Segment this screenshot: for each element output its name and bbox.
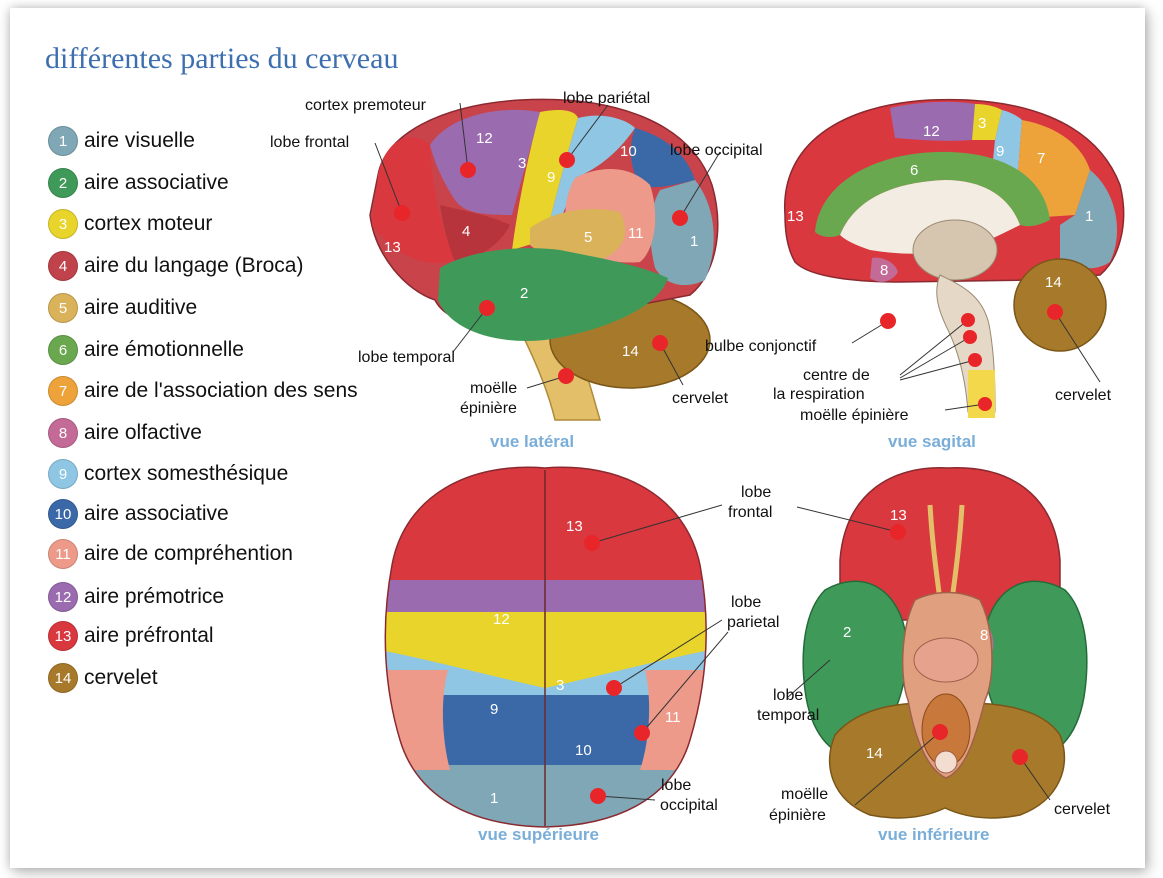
label-inf-cervelet: cervelet bbox=[1054, 801, 1111, 818]
superior-num-11: 11 bbox=[665, 709, 681, 726]
lateral-marker-frontal bbox=[394, 205, 410, 221]
label-centre-2: la respiration bbox=[773, 386, 865, 403]
label-sup-parietal-2: parietal bbox=[727, 614, 779, 631]
lateral-marker-occipital bbox=[672, 210, 688, 226]
label-inf-moelle-1: moëlle bbox=[781, 786, 828, 803]
lateral-num-12: 12 bbox=[476, 130, 493, 147]
lateral-num-14: 14 bbox=[622, 343, 639, 360]
label-inf-moelle-2: épinière bbox=[769, 807, 826, 824]
sagittal-spinal-cord bbox=[968, 370, 995, 418]
sagittal-view: 13 12 3 9 7 6 1 8 14 bulbe conjonctif ce… bbox=[705, 100, 1124, 451]
lateral-marker-cerebellum bbox=[652, 335, 668, 351]
label-inf-temporal-2: temporal bbox=[757, 707, 819, 724]
superior-num-13: 13 bbox=[566, 518, 583, 535]
sagittal-num-3: 3 bbox=[978, 115, 986, 132]
lateral-num-2: 2 bbox=[520, 285, 528, 302]
sagittal-thalamus bbox=[913, 220, 997, 280]
inferior-num-13: 13 bbox=[890, 507, 907, 524]
sagittal-marker-cervelet bbox=[1047, 304, 1063, 320]
sagittal-num-8: 8 bbox=[880, 262, 888, 279]
inferior-pons bbox=[914, 638, 978, 682]
superior-marker-frontal bbox=[584, 535, 600, 551]
sagittal-marker-resp-3 bbox=[968, 353, 982, 367]
inferior-num-2: 2 bbox=[843, 624, 851, 641]
lateral-view: 13 12 3 9 10 4 5 11 1 2 14 bbox=[270, 90, 763, 451]
inferior-spinal-section bbox=[935, 751, 957, 773]
lateral-num-11: 11 bbox=[628, 225, 644, 242]
superior-num-12: 12 bbox=[493, 611, 510, 628]
label-sup-frontal-2: frontal bbox=[728, 504, 772, 521]
lateral-num-3: 3 bbox=[518, 155, 526, 172]
sagittal-marker-resp-1 bbox=[961, 313, 975, 327]
label-sup-parietal-1: lobe bbox=[731, 594, 761, 611]
label-inf-temporal-1: lobe bbox=[773, 687, 803, 704]
label-cervelet-lateral: cervelet bbox=[672, 390, 729, 407]
inferior-marker-frontal bbox=[890, 524, 906, 540]
caption-vue-sagital: vue sagital bbox=[888, 432, 976, 451]
label-bulbe: bulbe conjonctif bbox=[705, 338, 817, 355]
label-sup-occipital-1: lobe bbox=[661, 777, 691, 794]
sagittal-num-14: 14 bbox=[1045, 274, 1062, 291]
label-lobe-occipital: lobe occipital bbox=[670, 142, 763, 159]
label-moelle-lateral-2: épinière bbox=[460, 400, 517, 417]
caption-vue-superieure: vue supérieure bbox=[478, 825, 599, 844]
label-lobe-frontal: lobe frontal bbox=[270, 134, 349, 151]
sagittal-num-13: 13 bbox=[787, 208, 804, 225]
lateral-region-1 bbox=[650, 180, 713, 285]
lateral-marker-premotor bbox=[460, 162, 476, 178]
superior-region-11-left bbox=[380, 670, 450, 770]
sagittal-cerebellum bbox=[1014, 259, 1106, 351]
superior-marker-parietal-2 bbox=[634, 725, 650, 741]
caption-vue-inferieure: vue inférieure bbox=[878, 825, 990, 844]
sagittal-num-7: 7 bbox=[1037, 150, 1045, 167]
label-cortex-premoteur: cortex premoteur bbox=[305, 97, 427, 114]
label-lobe-temporal: lobe temporal bbox=[358, 349, 455, 366]
inferior-marker-moelle bbox=[932, 724, 948, 740]
lateral-num-4: 4 bbox=[462, 223, 470, 240]
label-moelle-lateral-1: moëlle bbox=[470, 380, 517, 397]
sagittal-num-12: 12 bbox=[923, 123, 940, 140]
lateral-num-1: 1 bbox=[690, 233, 698, 250]
superior-marker-parietal bbox=[606, 680, 622, 696]
sagittal-marker-moelle bbox=[978, 397, 992, 411]
superior-num-3: 3 bbox=[556, 677, 564, 694]
lateral-num-10: 10 bbox=[620, 143, 637, 160]
lateral-marker-spinal bbox=[558, 368, 574, 384]
sagittal-num-1: 1 bbox=[1085, 208, 1093, 225]
superior-view: 13 12 3 9 11 10 1 lobe frontal lobe pari… bbox=[380, 460, 779, 844]
superior-marker-occipital bbox=[590, 788, 606, 804]
label-sup-frontal-1: lobe bbox=[741, 484, 771, 501]
inferior-num-8: 8 bbox=[980, 627, 988, 644]
lateral-num-9: 9 bbox=[547, 169, 555, 186]
label-cervelet-sagittal: cervelet bbox=[1055, 387, 1112, 404]
sagittal-num-6: 6 bbox=[910, 162, 918, 179]
sagittal-marker-resp-2 bbox=[963, 330, 977, 344]
sagittal-num-9: 9 bbox=[996, 143, 1004, 160]
lateral-num-5: 5 bbox=[584, 229, 592, 246]
lateral-marker-temporal bbox=[479, 300, 495, 316]
inferior-view: 13 2 8 14 lobe temporal moëlle épinière … bbox=[757, 468, 1111, 844]
caption-vue-lateral: vue latéral bbox=[490, 432, 574, 451]
lateral-num-13: 13 bbox=[384, 239, 401, 256]
lateral-marker-parietal bbox=[559, 152, 575, 168]
label-sup-occipital-2: occipital bbox=[660, 797, 718, 814]
superior-num-9: 9 bbox=[490, 701, 498, 718]
label-moelle-sagittal: moëlle épinière bbox=[800, 407, 909, 424]
superior-num-1: 1 bbox=[490, 790, 498, 807]
sagittal-marker-bulbe bbox=[880, 313, 896, 329]
superior-num-10: 10 bbox=[575, 742, 592, 759]
inferior-marker-cervelet bbox=[1012, 749, 1028, 765]
label-lobe-parietal: lobe pariétal bbox=[563, 90, 650, 107]
label-centre-1: centre de bbox=[803, 367, 870, 384]
inferior-num-14: 14 bbox=[866, 745, 883, 762]
